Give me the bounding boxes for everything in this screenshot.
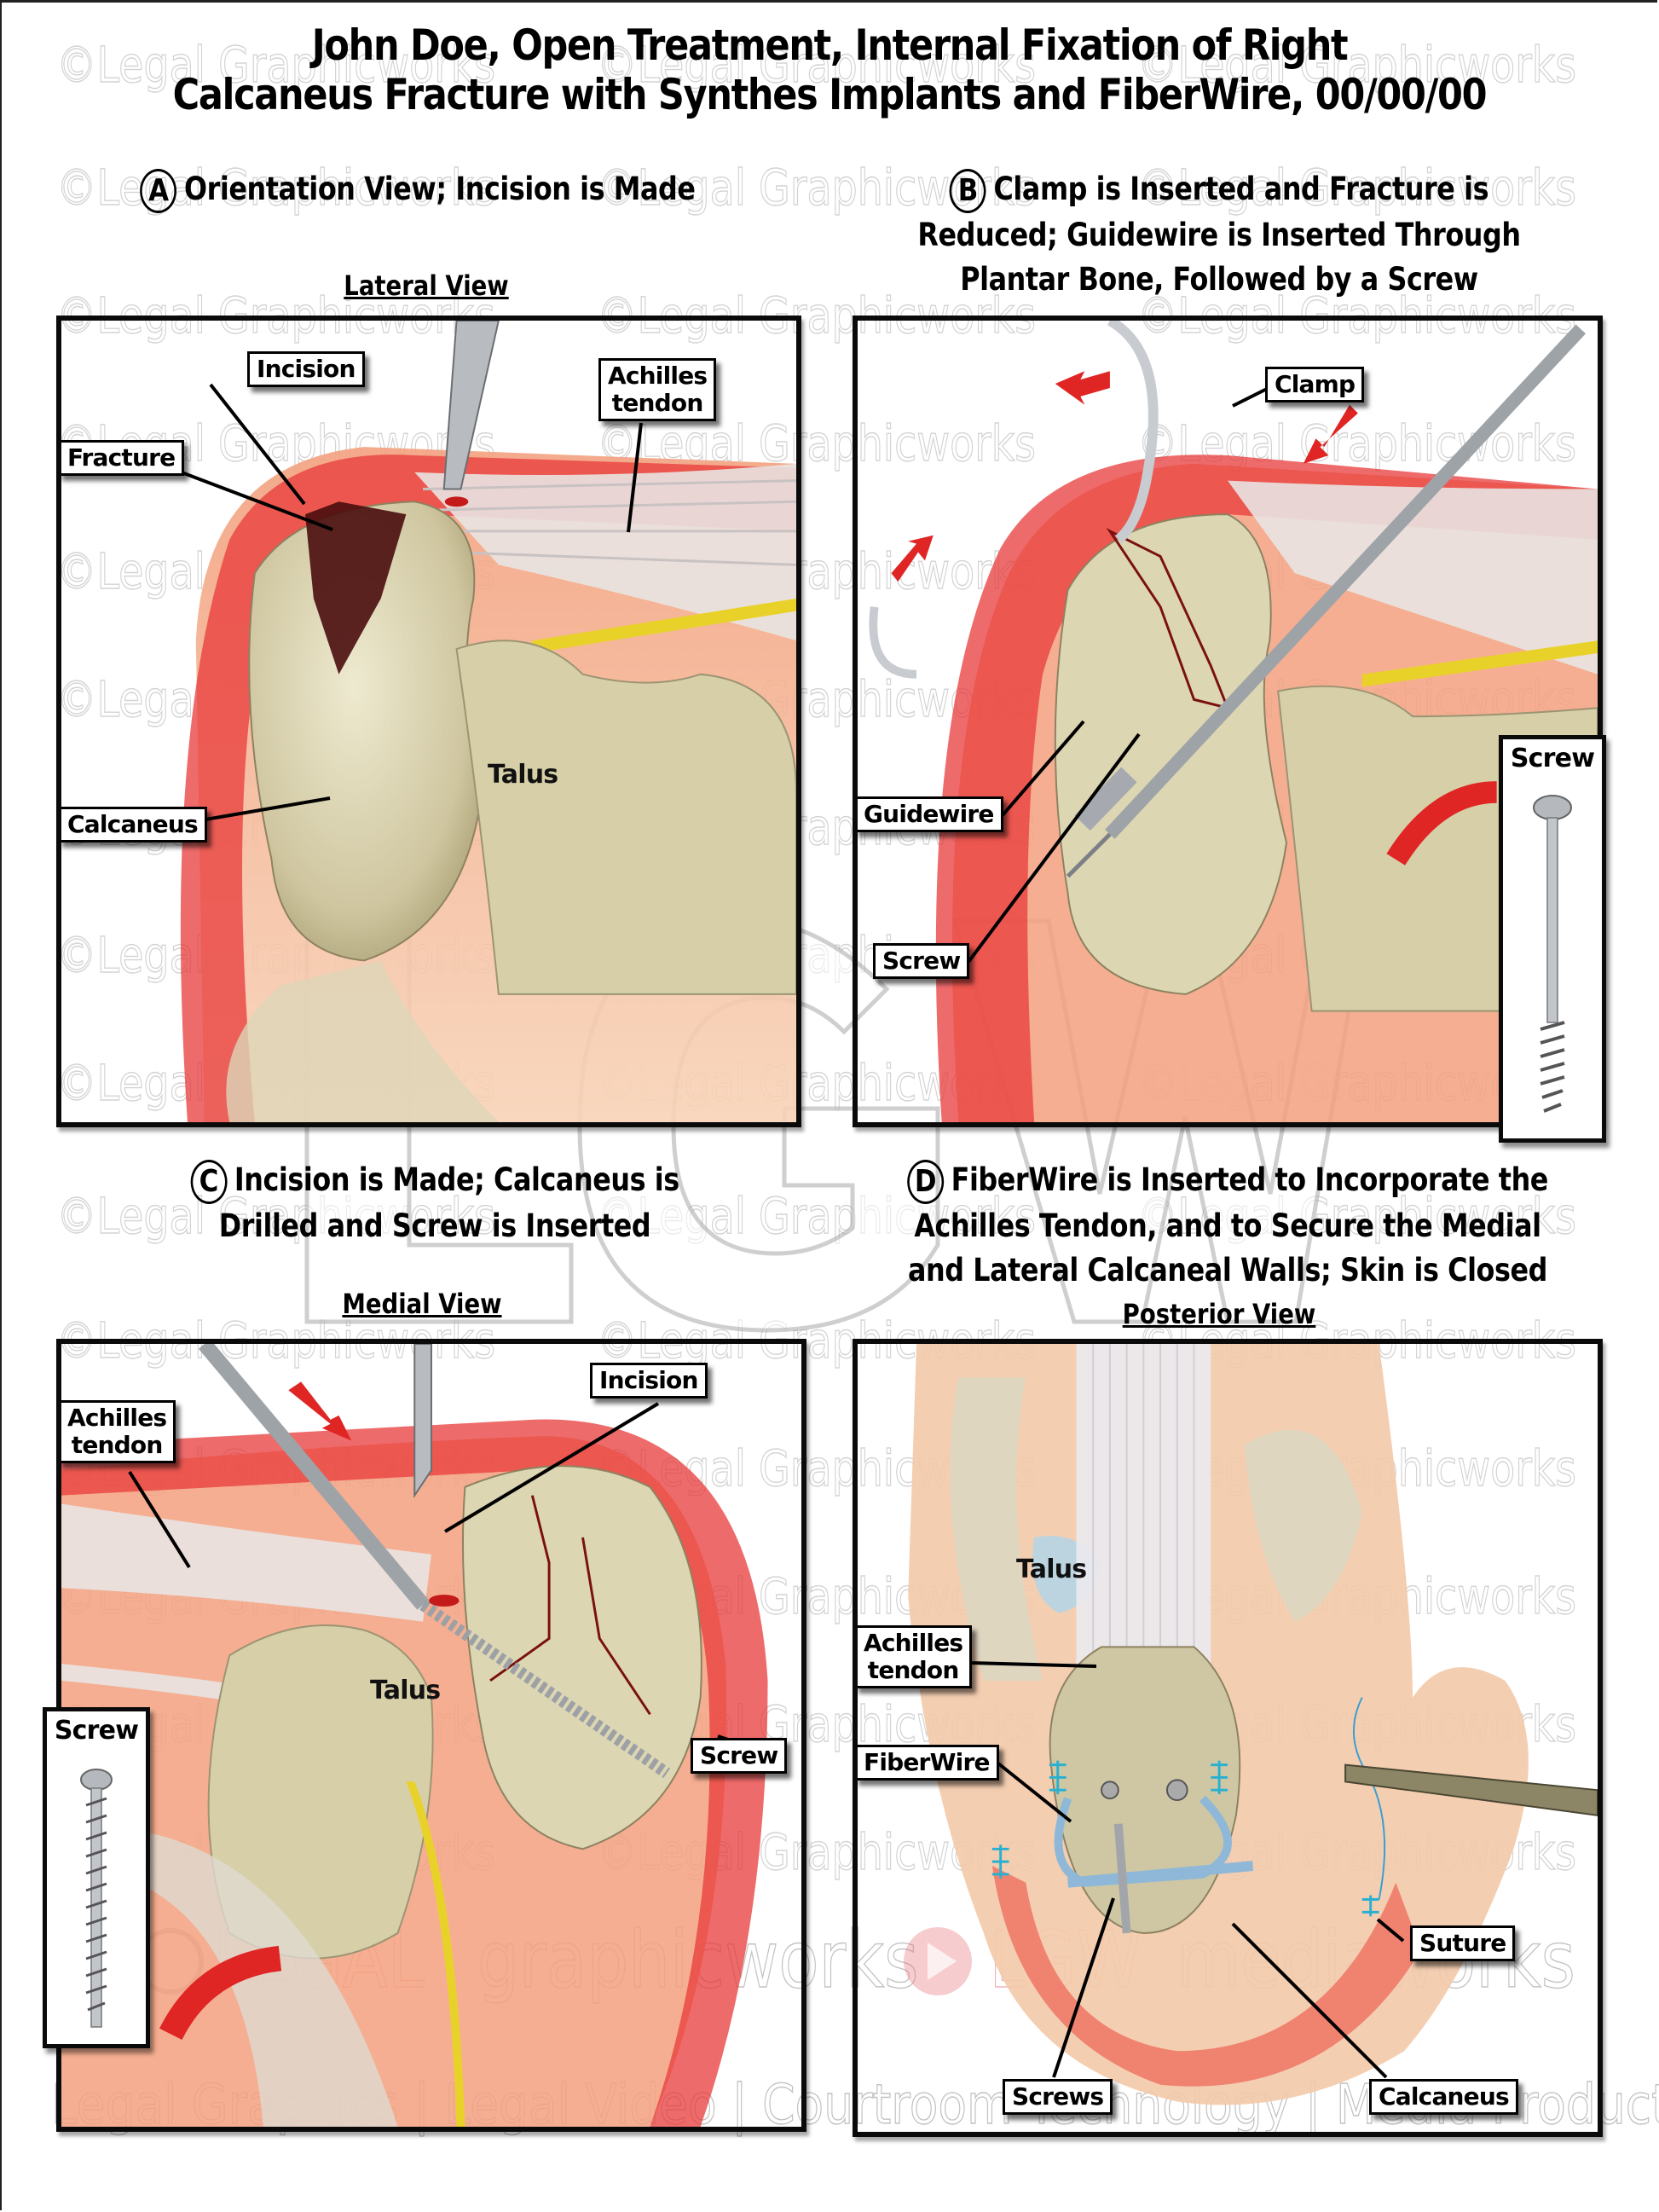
sural-nerve [532,598,796,654]
incision-mark [444,496,469,507]
screw-inset-b-title: Screw [1510,744,1595,773]
step-a-letter: A [140,168,177,213]
label-talus: Talus [1016,1555,1087,1584]
step-b-heading-line-2: Reduced; Guidewire is Inserted Through [917,216,1521,253]
clamp-arm-lower [869,606,917,679]
screw-inset-b: Screw [1499,735,1606,1143]
screw-head-right [1165,1779,1188,1802]
step-d-heading-line-2: Achilles Tendon, and to Secure the Media… [914,1207,1541,1244]
fracture-site [305,501,407,675]
guidewire-driver [1105,324,1587,839]
sural-nerve [1361,640,1598,687]
fiberwire-horizontal [1067,1861,1254,1888]
arrow-clamp-lower [891,535,934,582]
screw-inset-c-title: Screw [54,1716,139,1746]
talus-bone [455,640,796,995]
callout-calcaneus: Calcaneus [61,807,207,843]
panel-d-art [908,1344,1598,2105]
callout-calcaneus: Calcaneus [1369,2079,1518,2115]
step-b-letter: B [949,168,986,213]
step-d-heading-line-3: and Lateral Calcaneal Walls; Skin is Clo… [907,1251,1548,1288]
step-c-heading-line-2: Drilled and Screw is Inserted [218,1207,651,1244]
needle-driver [1344,1763,1598,1816]
step-b-heading-line-1: Clamp is Inserted and Fracture is [993,171,1489,207]
nerve [406,1781,465,2127]
callout-fracture: Fracture [61,440,185,476]
callout-incision: Incision [247,351,365,387]
drill [198,1344,429,1610]
callout-screws: Screws [1003,2079,1113,2115]
title-line-1: John Doe, Open Treatment, Internal Fixat… [311,20,1349,70]
step-b-heading-line-3: Plantar Bone, Followed by a Screw [960,260,1478,298]
step-d-letter: D [907,1159,945,1204]
screw-icon [80,1769,113,2028]
panel-c-art [61,1344,768,2127]
panel-a-lateral-illustration: Incision Achilles tendon Fracture Calcan… [56,316,801,1127]
callout-clamp: Clamp [1265,367,1365,402]
arrow-drive [1303,404,1358,464]
arrow-drive [288,1381,352,1441]
callout-guidewire: Guidewire [858,796,1003,832]
medial-view-label: Medial View [342,1288,502,1320]
callout-screw: Screw [691,1738,788,1774]
posterior-view-label: Posterior View [1122,1298,1316,1330]
arrow-clamp-open [1055,371,1110,405]
panel-b-art [869,321,1598,1122]
callout-achilles-tendon: Achilles tendon [598,358,717,421]
panel-b-clamp-illustration: Clamp Guidewire Screw [853,316,1603,1127]
label-talus: Talus [488,760,558,790]
arrow-inset-curve [1386,781,1498,866]
calcaneus-bone [1054,513,1288,995]
callout-fiberwire: FiberWire [858,1745,999,1781]
panel-d-posterior-illustration: Talus Achilles tendon FiberWire Suture S… [853,1339,1603,2137]
arrow-inset-curve [159,1945,282,2041]
step-c-letter: C [190,1159,228,1204]
incision-mark [429,1595,460,1607]
panel-c-medial-illustration: Achilles tendon Incision Talus Screw [56,1339,806,2132]
label-talus: Talus [370,1676,441,1705]
clamp-arm [1107,321,1159,544]
screw-icon [1533,795,1572,1113]
screw-shaft [1113,1823,1131,1934]
document-title: John Doe, Open Treatment, Internal Fixat… [116,20,1543,119]
title-line-2: Calcaneus Fracture with Synthes Implants… [172,70,1488,119]
callout-incision: Incision [590,1363,708,1398]
callout-achilles-tendon: Achilles tendon [858,1625,973,1688]
step-a-heading-line-1: Orientation View; Incision is Made [184,171,696,207]
scalpel [413,1344,432,1498]
screw-in-bone [419,1600,671,1779]
callout-screw: Screw [873,943,970,979]
lateral-view-label: Lateral View [344,269,509,302]
screw-inset-c: Screw [43,1707,150,2048]
scalpel [442,321,500,490]
callout-suture: Suture [1410,1925,1516,1961]
screw-head-left [1101,1781,1119,1800]
step-d-heading-line-1: FiberWire is Inserted to Incorporate the [951,1161,1549,1198]
callout-achilles-tendon: Achilles tendon [61,1400,176,1463]
achilles-tendon [1228,480,1598,675]
step-c-heading-line-1: Incision is Made; Calcaneus is [234,1161,679,1198]
